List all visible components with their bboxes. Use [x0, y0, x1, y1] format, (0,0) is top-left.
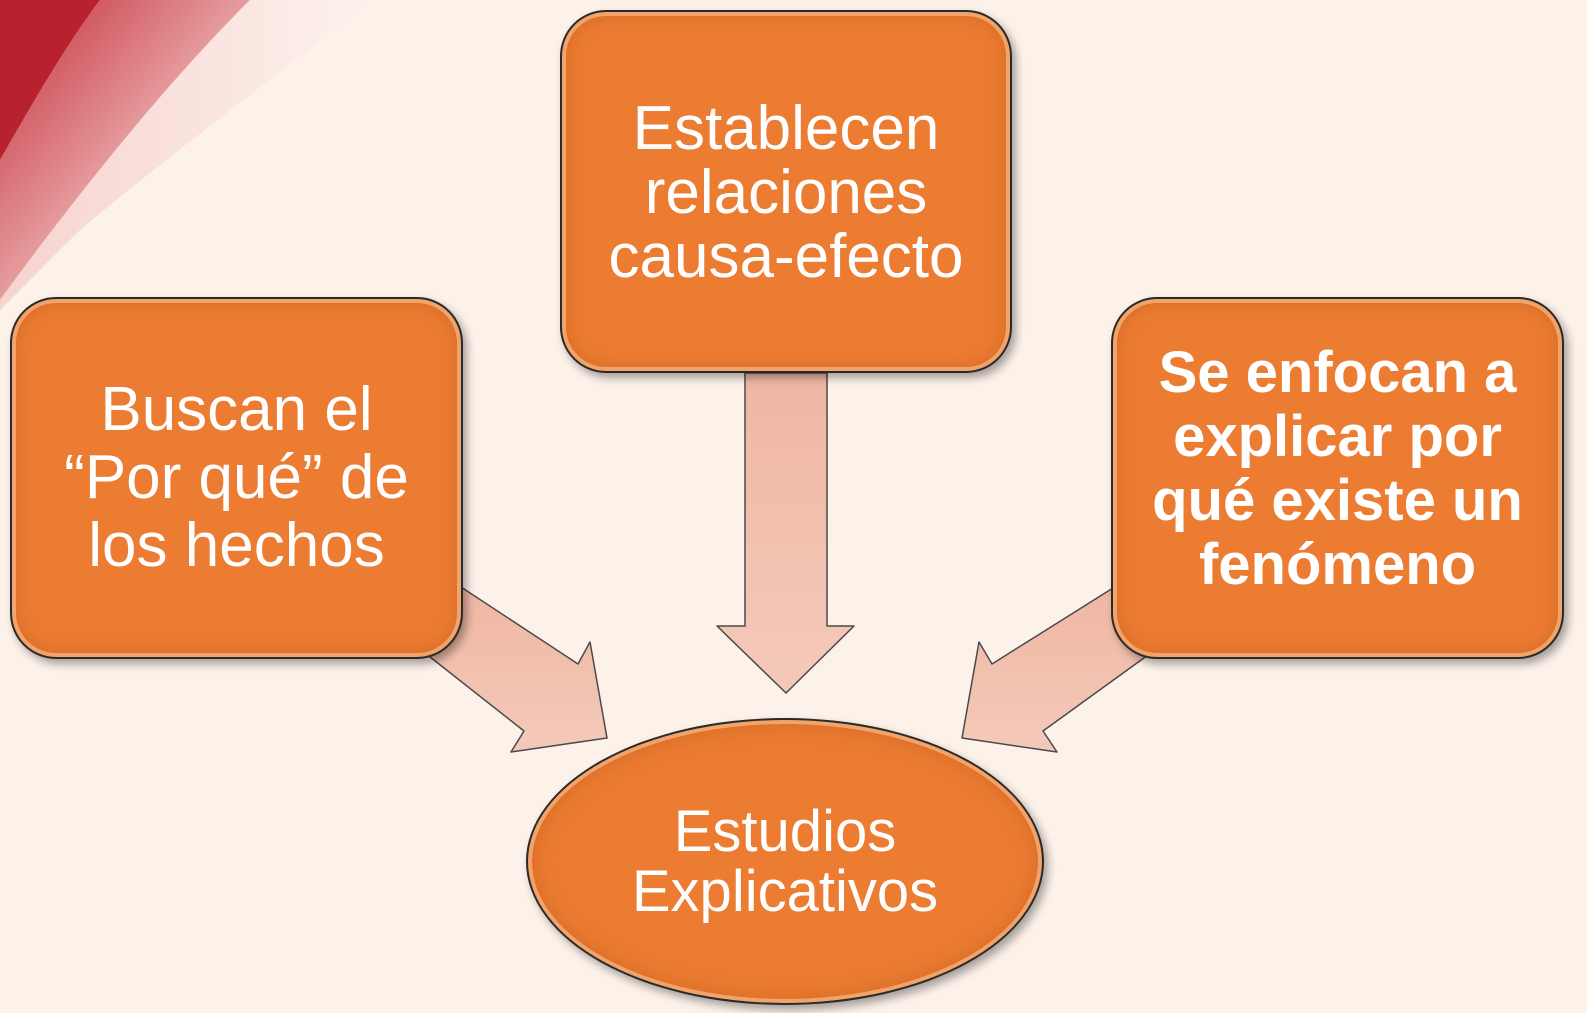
arrow-left-to-target	[424, 586, 608, 753]
arrow-center-to-target	[716, 372, 855, 694]
node-buscan-por-que: Buscan el “Por qué” de los hechos	[10, 297, 463, 659]
corner-ribbon-decoration	[0, 0, 370, 310]
node-center-label: Establecen relaciones causa-efecto	[608, 94, 964, 291]
node-establecen-relaciones: Establecen relaciones causa-efecto	[560, 10, 1012, 373]
arrow-right-to-target	[961, 587, 1149, 753]
node-target-label: Estudios Explicativos	[631, 798, 939, 924]
node-left-label: Buscan el “Por qué” de los hechos	[64, 375, 409, 580]
node-estudios-explicativos: Estudios Explicativos	[526, 718, 1044, 1005]
node-right-label: Se enfocan a explicar por qué existe un …	[1152, 340, 1523, 597]
node-se-enfocan: Se enfocan a explicar por qué existe un …	[1111, 297, 1564, 659]
